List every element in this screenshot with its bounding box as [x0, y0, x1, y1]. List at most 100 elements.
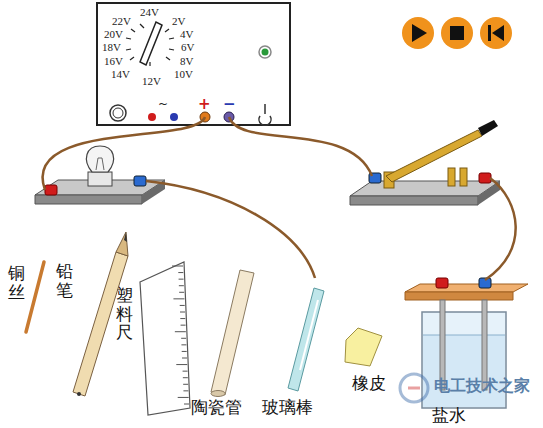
plastic-ruler [140, 262, 190, 415]
lamp-board-front [35, 195, 142, 204]
ruler-tick [179, 292, 184, 293]
voltage-mark: 22V [112, 15, 131, 27]
voltage-mark: 2V [172, 15, 185, 27]
material-label: 铜丝 [8, 264, 25, 301]
ruler-tick [180, 312, 185, 313]
material-label: 陶瓷管 [191, 398, 242, 417]
knob [110, 105, 126, 121]
stop-icon [450, 26, 464, 40]
rewind-icon [492, 25, 504, 41]
watermark: 电工技术之家 [434, 377, 530, 395]
tick [169, 38, 174, 39]
logo-bar [408, 387, 420, 390]
tick [165, 29, 169, 32]
glass-highlight [300, 300, 318, 370]
ac-terminal [170, 113, 178, 121]
filament [96, 158, 104, 170]
voltage-mark: 18V [102, 41, 121, 53]
play-button [402, 17, 434, 49]
watermark-logo [400, 374, 428, 402]
ruler-tick [183, 371, 188, 372]
electrode-board-top [405, 284, 528, 292]
voltage-mark: 10V [174, 68, 193, 80]
tick [149, 62, 150, 66]
ruler-tick [182, 358, 187, 359]
switch-clip [448, 168, 455, 186]
tick [166, 57, 170, 60]
water-surface [423, 335, 505, 336]
ruler-ticks [172, 266, 189, 404]
voltage-mark: 8V [180, 55, 193, 67]
rewind-button [480, 17, 512, 49]
wire [43, 117, 205, 190]
ruler-tick [184, 404, 189, 405]
switch-post-red [479, 173, 491, 183]
material-label: 塑料尺 [116, 286, 133, 342]
ruler-tick [178, 272, 183, 273]
power-supply [97, 3, 290, 125]
dial-pointer [140, 22, 162, 65]
voltage-mark: 24V [140, 6, 159, 18]
electrode-post-red [436, 278, 448, 288]
logo-ring [400, 374, 428, 402]
tick [140, 24, 144, 28]
voltage-mark: 6V [181, 41, 194, 53]
ruler-tick [183, 377, 188, 378]
tube-end [211, 391, 225, 397]
ruler-tick [181, 325, 186, 326]
electrode-board-front [405, 292, 513, 300]
pencil-core [77, 392, 81, 396]
rewind-bar [488, 25, 491, 41]
ruler-tick [179, 279, 184, 280]
lamp-holder [88, 172, 112, 186]
eraser [345, 328, 382, 366]
lamp-post-blue [134, 176, 146, 186]
ruler-tick [181, 344, 186, 345]
voltage-mark: 4V [180, 28, 193, 40]
switch-board-front [350, 196, 478, 205]
lamp-post-red [45, 185, 57, 195]
ruler-tick [173, 298, 184, 299]
voltage-mark: 14V [111, 68, 130, 80]
wire [485, 178, 516, 280]
material-label: 盐水 [432, 406, 466, 425]
switch-lever [386, 130, 482, 182]
power-switch-icon [259, 104, 271, 125]
switch-handle [478, 120, 498, 136]
material-label: 橡皮 [352, 374, 386, 393]
ruler-tick [172, 266, 183, 267]
ruler-tick [178, 397, 189, 398]
ruler-tick [175, 331, 186, 332]
knob-inner [113, 108, 123, 118]
play-icon [412, 24, 427, 42]
tick [130, 57, 134, 60]
bulb [86, 146, 113, 172]
voltage-mark: 20V [104, 28, 123, 40]
ruler-tick [180, 305, 185, 306]
indicator-light [262, 49, 269, 56]
material-label: 玻璃棒 [262, 398, 313, 417]
ruler-tick [180, 318, 185, 319]
indicator-ring [259, 46, 271, 58]
ruler-tick [183, 390, 188, 391]
terminal-sign: − [223, 96, 236, 113]
terminal-sign: + [198, 96, 211, 113]
material-label: 铅笔 [56, 262, 73, 299]
ruler-tick [181, 338, 186, 339]
ac-symbol: ~ [158, 98, 168, 111]
pencil-tip [116, 232, 128, 256]
tick [169, 49, 174, 50]
stop-button [441, 17, 473, 49]
voltage-mark: 12V [142, 75, 161, 87]
glass-rod [288, 288, 324, 391]
ruler-tick [182, 351, 187, 352]
ruler-tick [179, 285, 184, 286]
ac-terminal [148, 113, 156, 121]
tick [126, 38, 131, 39]
wire [229, 117, 372, 176]
tick [126, 49, 131, 50]
ruler-tick [183, 384, 188, 385]
ceramic-tube [211, 270, 254, 395]
